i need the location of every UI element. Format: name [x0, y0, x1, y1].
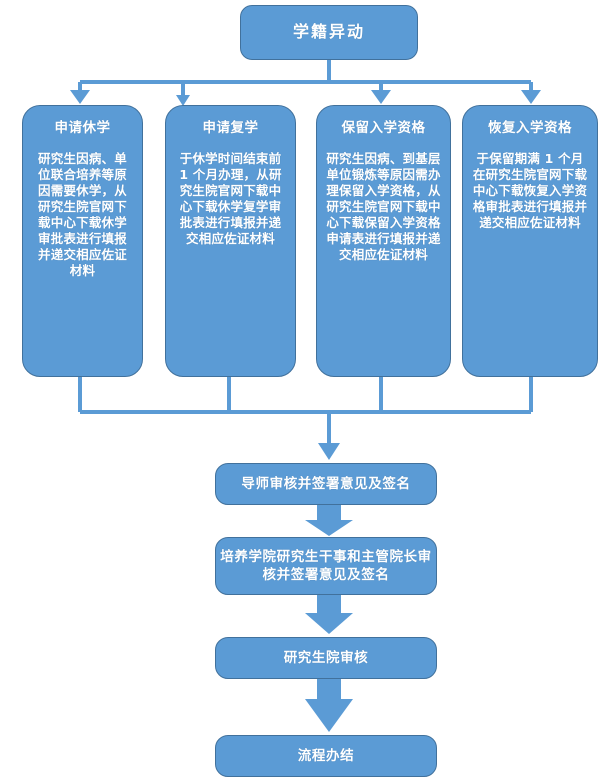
step-2-label: 研究生院审核 — [283, 649, 369, 666]
branch-0-body: 研究生因病、单位联合培养等原因需要休学，从研究生院官网下载中心下载休学审批表进行… — [38, 151, 127, 279]
arrowhead-branch-3 — [521, 90, 541, 104]
block-arrow-2-to-3 — [305, 679, 353, 732]
node-step-graduate-school-review[interactable]: 研究生院审核 — [215, 637, 437, 679]
node-branch-restore-admission[interactable]: 恢复入学资格 于保留期满 1 个月在研究生院官网下载中心下载恢复入学资格审批表进… — [462, 105, 598, 377]
step-0-label: 导师审核并签署意见及签名 — [241, 475, 411, 492]
arrowhead-step-0 — [318, 443, 340, 460]
branch-3-body: 于保留期满 1 个月在研究生院官网下载中心下载恢复入学资格审批表进行填报并递交相… — [472, 151, 588, 231]
branch-1-body: 于休学时间结束前 1 个月办理，从研究生院官网下载中心下载休学复学审批表进行填报… — [179, 151, 282, 247]
step-1-label: 培养学院研究生干事和主管院长审核并签署意见及签名 — [220, 548, 432, 583]
node-step-process-complete[interactable]: 流程办结 — [215, 735, 437, 777]
arrowhead-branch-0 — [70, 90, 90, 104]
branch-3-title: 恢复入学资格 — [488, 120, 572, 136]
node-branch-reserve-admission[interactable]: 保留入学资格 研究生因病、到基层单位锻炼等原因需办理保留入学资格，从研究生院官网… — [316, 105, 451, 377]
branch-2-title: 保留入学资格 — [341, 120, 426, 136]
block-arrow-1-to-2 — [305, 595, 353, 634]
step-3-label: 流程办结 — [297, 747, 355, 764]
node-step-college-review[interactable]: 培养学院研究生干事和主管院长审核并签署意见及签名 — [215, 537, 437, 595]
block-arrow-0-to-1 — [305, 505, 353, 536]
arrowhead-branch-2 — [371, 90, 391, 104]
node-branch-apply-resumption[interactable]: 申请复学 于休学时间结束前 1 个月办理，从研究生院官网下载中心下载休学复学审批… — [165, 105, 296, 377]
node-root[interactable]: 学籍异动 — [240, 5, 418, 60]
branch-1-title: 申请复学 — [202, 120, 259, 136]
node-branch-apply-suspension[interactable]: 申请休学 研究生因病、单位联合培养等原因需要休学，从研究生院官网下载中心下载休学… — [22, 105, 143, 377]
branch-0-title: 申请休学 — [54, 120, 111, 136]
node-root-label: 学籍异动 — [292, 22, 365, 42]
branch-2-body: 研究生因病、到基层单位锻炼等原因需办理保留入学资格，从研究生院官网下载中心下载保… — [326, 151, 441, 263]
node-step-advisor-review[interactable]: 导师审核并签署意见及签名 — [215, 463, 437, 505]
